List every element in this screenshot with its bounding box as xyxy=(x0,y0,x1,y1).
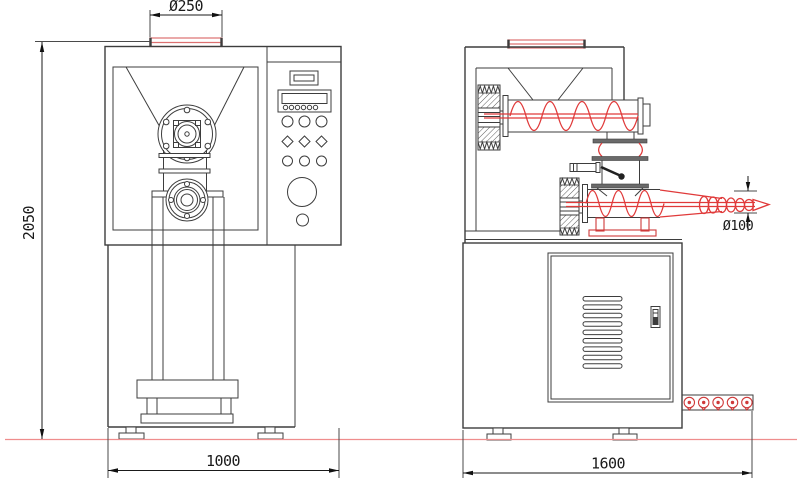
control-panel xyxy=(277,70,332,227)
nozzle-tip xyxy=(752,198,772,212)
side-tower xyxy=(464,46,625,243)
dim-label-height: 2050 xyxy=(20,205,38,240)
front-weigh-platform xyxy=(136,379,239,424)
side-view xyxy=(462,39,772,441)
cabinet-louvers xyxy=(582,296,623,369)
front-feed-pipe xyxy=(158,150,211,192)
dim-label-inlet: Ø250 xyxy=(169,0,204,15)
front-drive-flange xyxy=(157,104,217,164)
front-outlet-flange xyxy=(151,178,224,222)
base-cabinet xyxy=(462,239,683,429)
lower-screw-conveyor xyxy=(566,184,772,237)
front-hopper-funnel xyxy=(125,66,166,137)
front-inlet-flange xyxy=(149,37,223,48)
dim-inlet-diameter: Ø250 xyxy=(149,0,223,37)
side-hopper-funnel xyxy=(507,67,534,101)
dim-label-outlet: Ø100 xyxy=(723,218,754,234)
valve-handle xyxy=(569,162,625,180)
front-feet xyxy=(118,426,284,440)
side-inlet-flange xyxy=(507,39,586,49)
discharge-pipe xyxy=(569,132,649,197)
flexible-sleeve xyxy=(597,142,603,157)
front-lower-frame xyxy=(107,245,296,428)
front-body xyxy=(104,45,342,246)
side-feet xyxy=(486,427,638,441)
panel-knob xyxy=(287,177,317,207)
panel-start-button xyxy=(296,213,309,227)
dim-overall-height: 2050 xyxy=(20,41,150,439)
dim-front-width: 1000 xyxy=(107,428,340,478)
outfeed-rollers xyxy=(681,394,754,411)
front-view xyxy=(104,37,342,440)
upper-screw-conveyor xyxy=(484,95,651,137)
panel-buttons xyxy=(281,115,328,167)
dim-outlet-diameter: Ø100 xyxy=(723,176,757,234)
door-handle xyxy=(650,306,661,328)
upper-screw-spiral xyxy=(509,100,639,132)
dim-label-side-width: 1600 xyxy=(591,455,626,473)
conveyor-support-bracket xyxy=(588,217,657,237)
dim-label-front-width: 1000 xyxy=(206,452,241,470)
lower-screw-spiral xyxy=(585,189,665,218)
cabinet-door xyxy=(547,252,674,403)
dim-side-width: 1600 xyxy=(462,411,753,478)
panel-indicator-dots xyxy=(282,104,319,111)
front-clamp-columns xyxy=(151,197,225,380)
